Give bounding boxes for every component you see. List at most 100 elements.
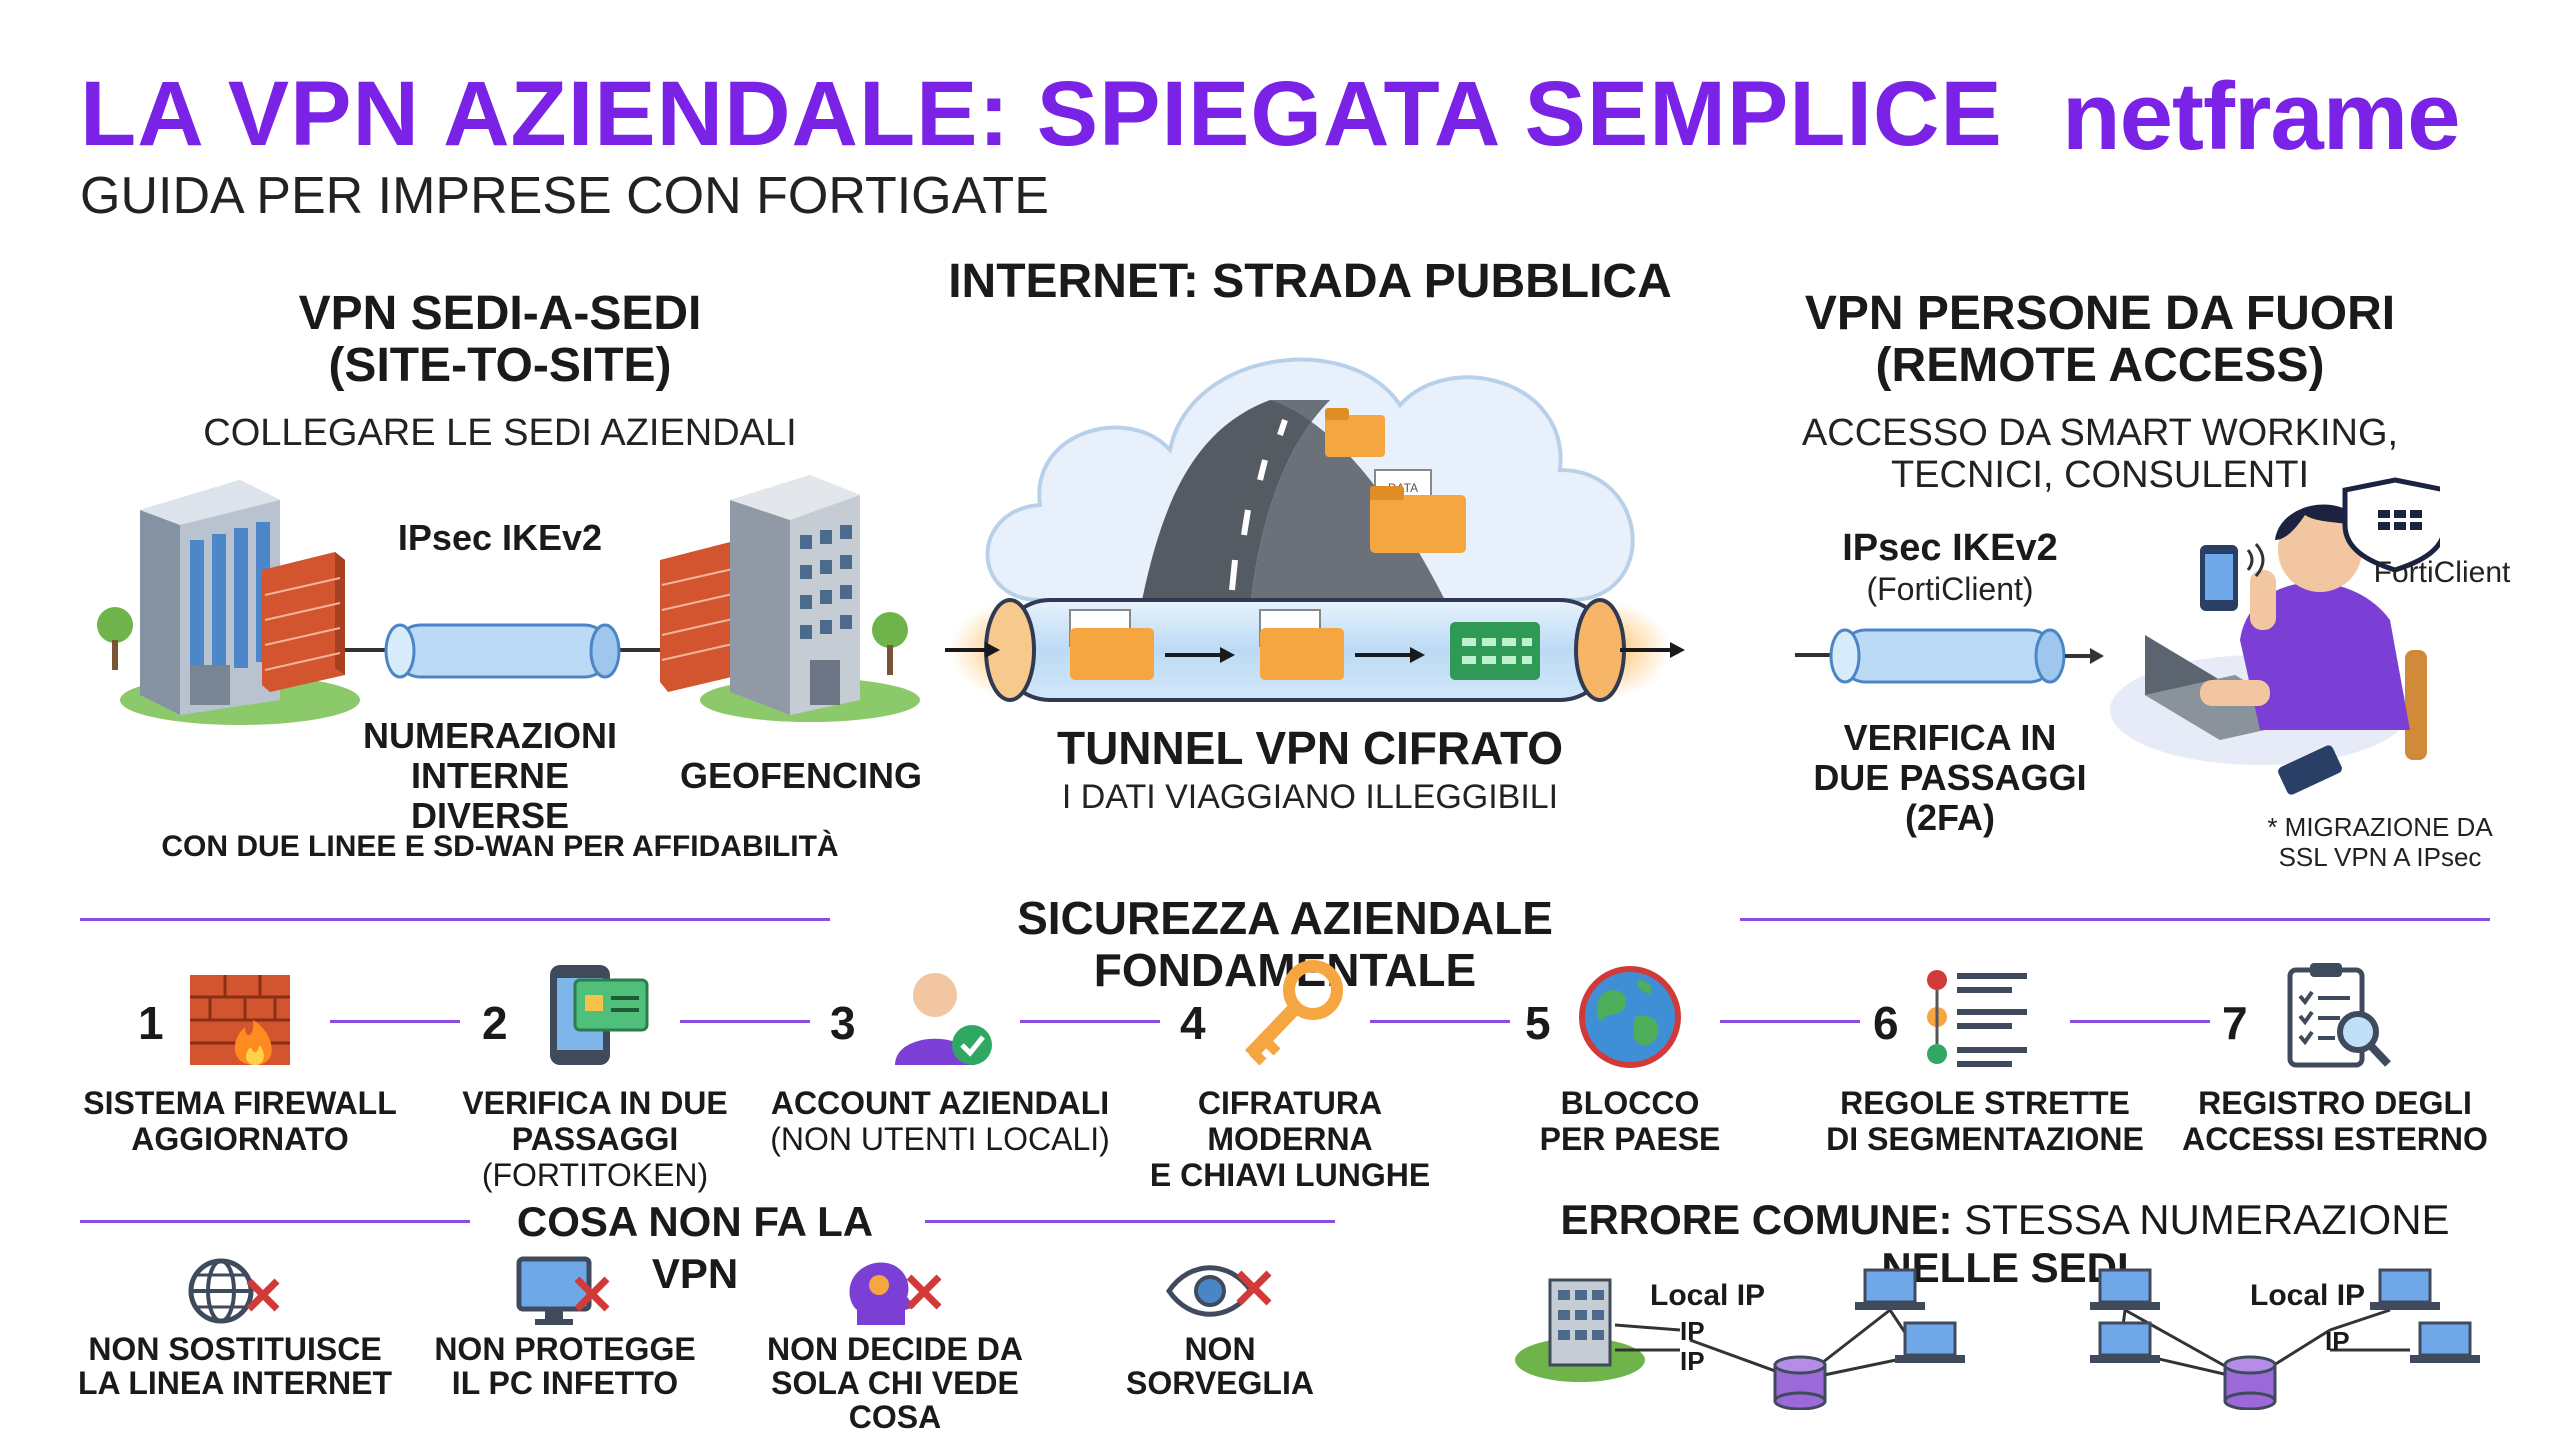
folder-data-icon: DATA xyxy=(1325,408,1466,553)
not-vpn-item-line2: SOLA CHI VEDE COSA xyxy=(771,1365,1019,1435)
not-vpn-item-line2: IL PC INFETTO xyxy=(451,1365,679,1401)
security-divider-right xyxy=(1740,918,2490,921)
not-vpn-item-label: NON SOSTITUISCE LA LINEA INTERNET xyxy=(65,1332,405,1400)
remote-access-tunnel xyxy=(1829,628,2066,684)
step-label-line2: ACCESSI ESTERNO xyxy=(2182,1121,2488,1157)
site-to-site-tunnel xyxy=(384,623,621,679)
not-vpn-item-line1: NON PROTEGGE xyxy=(434,1331,696,1367)
step-number: 5 xyxy=(1525,997,1551,1049)
step-label: SISTEMA FIREWALL AGGIORNATO xyxy=(75,1085,405,1157)
step-number: 6 xyxy=(1873,997,1899,1049)
site-to-site-title: VPN SEDI-A-SEDI (SITE-TO-SITE) xyxy=(210,288,790,392)
remote-access-title-line2: (REMOTE ACCESS) xyxy=(1875,339,2325,392)
firewall-left-icon xyxy=(262,552,345,692)
remote-access-protocol: IPsec IKEv2 xyxy=(1842,527,2058,569)
step-label: BLOCCO PER PAESE xyxy=(1465,1085,1795,1157)
site-to-site-diagram xyxy=(97,475,920,725)
internet-diagram: DATA xyxy=(945,357,1685,702)
common-error-title: ERRORE COMUNE: STESSA NUMERAZIONE NELLE … xyxy=(1500,1196,2510,1292)
not-vpn-divider-right xyxy=(925,1220,1335,1223)
monitor-x-icon xyxy=(516,1256,610,1325)
site-to-site-title-line2: (SITE-TO-SITE) xyxy=(328,339,672,392)
encrypted-vpn-tunnel xyxy=(984,598,1626,702)
remote-access-verify-line2: DUE PASSAGGI xyxy=(1813,757,2087,798)
office-building-right-icon xyxy=(700,475,920,722)
head-x-icon xyxy=(849,1262,942,1325)
remote-access-client: (FortiClient) xyxy=(1866,571,2034,607)
firewall-fire-icon xyxy=(190,975,290,1065)
step-number: 4 xyxy=(1180,997,1206,1049)
step-label-line1: VERIFICA IN DUE xyxy=(462,1085,728,1121)
step-label-line2: AGGIORNATO xyxy=(131,1121,349,1157)
step-label-line1: REGISTRO DEGLI xyxy=(2198,1085,2472,1121)
step-label-line1: ACCOUNT AZIENDALI xyxy=(770,1085,1110,1121)
local-ip-label: Local IP xyxy=(1650,1279,1765,1312)
ip-label: IP xyxy=(1680,1346,1705,1376)
step-number: 1 xyxy=(138,997,164,1049)
remote-access-note-line2: SSL VPN A IPsec xyxy=(2278,842,2482,872)
remote-access-diagram xyxy=(1795,477,2440,795)
computer-icon xyxy=(2090,1268,2160,1310)
security-title: SICUREZZA AZIENDALE FONDAMENTALE xyxy=(1017,892,1553,996)
not-vpn-item-label: NON SORVEGLIA xyxy=(1050,1332,1390,1400)
network-diagram-left: Local IP IP IP xyxy=(1515,1268,1965,1410)
remote-access-verify-line3: (2FA) xyxy=(1905,797,1995,838)
label-geofencing: GEOFENCING xyxy=(680,755,923,796)
common-error-title-bold2: NELLE SEDI xyxy=(1881,1244,2129,1291)
computer-icon xyxy=(2370,1268,2440,1310)
remote-access-description-line1: ACCESSO DA SMART WORKING, xyxy=(1801,412,2399,454)
step-label: ACCOUNT AZIENDALI (NON UTENTI LOCALI) xyxy=(770,1085,1110,1157)
step-label-line1: REGOLE STRETTE xyxy=(1840,1085,2130,1121)
step-label-line1: SISTEMA FIREWALL xyxy=(83,1085,397,1121)
remote-access-verify: VERIFICA IN DUE PASSAGGI (2FA) xyxy=(1790,718,2110,838)
network-diagram-right: Local IP IP xyxy=(2090,1268,2480,1410)
remote-worker-icon xyxy=(2200,504,2427,760)
step-label-line1: BLOCCO xyxy=(1560,1085,1700,1121)
step-label-line2: DI SEGMENTAZIONE xyxy=(1826,1121,2144,1157)
computer-icon xyxy=(1895,1321,1965,1363)
rules-list-icon xyxy=(1927,970,2027,1067)
step-label: REGOLE STRETTE DI SEGMENTAZIONE xyxy=(1805,1085,2165,1157)
globe-x-icon xyxy=(188,1258,280,1324)
step-label-line2-light: (FORTITOKEN) xyxy=(481,1157,709,1193)
common-error-title-bold1: ERRORE COMUNE: xyxy=(1560,1196,1953,1243)
database-icon xyxy=(2223,1355,2277,1410)
computer-icon xyxy=(1855,1268,1925,1310)
office-building-icon xyxy=(1515,1278,1645,1382)
step-number: 2 xyxy=(482,997,508,1049)
page-subtitle: GUIDA PER IMPRESE CON FORTIGATE xyxy=(80,167,1049,225)
site-to-site-description: COLLEGARE LE SEDI AZIENDALI xyxy=(203,412,797,454)
step-label: VERIFICA IN DUE PASSAGGI (FORTITOKEN) xyxy=(405,1085,785,1193)
step-connector xyxy=(1370,1020,1510,1023)
step-label-line2: E CHIAVI LUNGHE xyxy=(1149,1157,1431,1193)
tunnel-subtitle: I DATI VIAGGIANO ILLEGGIBILI xyxy=(1061,778,1559,816)
computer-icon xyxy=(2410,1321,2480,1363)
forticlient-shield-icon xyxy=(2342,477,2440,573)
site-to-site-protocol: IPsec IKEv2 xyxy=(397,517,603,558)
not-vpn-title: COSA NON FA LA VPN xyxy=(516,1198,874,1297)
user-check-icon xyxy=(895,973,992,1065)
remote-access-description-line2: TECNICI, CONSULENTI xyxy=(1890,454,2310,496)
not-vpn-item-label: NON PROTEGGE IL PC INFETTO xyxy=(395,1332,735,1400)
not-vpn-divider-left xyxy=(80,1220,470,1223)
ip-label: IP xyxy=(2325,1326,2350,1356)
not-vpn-item-line1: NON DECIDE DA xyxy=(766,1331,1023,1367)
step-label-line2: PASSAGGI xyxy=(511,1121,679,1157)
clipboard-search-icon xyxy=(2287,963,2391,1068)
common-error-title-normal: STESSA NUMERAZIONE xyxy=(1952,1196,2450,1243)
remote-access-title: VPN PERSONE DA FUORI (REMOTE ACCESS) xyxy=(1760,288,2440,392)
not-vpn-item-line2: LA LINEA INTERNET xyxy=(77,1365,393,1401)
step-label-line1: CIFRATURA MODERNA xyxy=(1197,1085,1383,1157)
smartphone-icon xyxy=(2200,543,2265,611)
step-connector xyxy=(1020,1020,1160,1023)
step-connector xyxy=(680,1020,810,1023)
site-to-site-note: CON DUE LINEE E SD-WAN PER AFFIDABILITÀ xyxy=(161,830,839,863)
label-numbering: NUMERAZIONI INTERNE DIVERSE xyxy=(330,716,650,836)
key-icon xyxy=(1244,960,1343,1066)
ip-label: IP xyxy=(1680,1316,1705,1346)
firewall-right-icon xyxy=(660,542,740,692)
computer-icon xyxy=(2090,1321,2160,1363)
step-number: 3 xyxy=(830,997,856,1049)
brand-logo: netframe xyxy=(2062,63,2460,170)
label-numbering-line1: NUMERAZIONI xyxy=(363,715,617,756)
